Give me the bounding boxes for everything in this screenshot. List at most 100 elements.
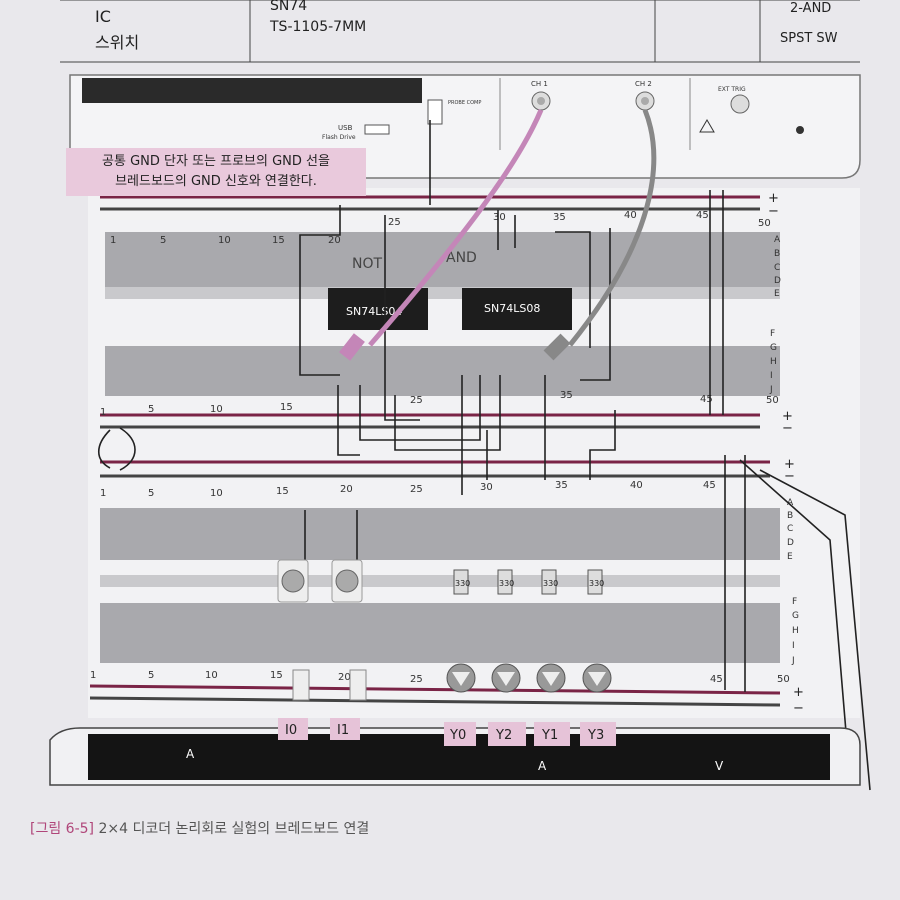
svg-text:40: 40	[624, 210, 637, 221]
svg-text:50: 50	[777, 674, 790, 685]
svg-text:+: +	[782, 409, 793, 424]
probe-ch2	[543, 109, 657, 361]
svg-text:H: H	[770, 357, 777, 367]
callout-line1: 공통 GND 단자 또는 프로브의 GND 선을	[102, 154, 330, 169]
label-y2: Y2	[495, 728, 512, 743]
parts-table: IC 스위치 SN74 TS-1105-7MM 2-AND SPST SW	[60, 0, 860, 63]
handwritten-not: NOT	[352, 256, 382, 272]
label-y1: Y1	[541, 728, 558, 743]
resistors: 330 330 330 330	[453, 569, 604, 595]
ext-trig-connector[interactable]	[730, 94, 750, 114]
svg-text:15: 15	[270, 670, 283, 681]
svg-text:J: J	[769, 385, 773, 395]
svg-text:D: D	[774, 276, 781, 286]
power-v: V	[715, 759, 724, 773]
svg-text:45: 45	[696, 210, 709, 221]
figure-number: [그림 6-5]	[30, 821, 95, 837]
svg-text:C: C	[774, 263, 780, 273]
wires	[97, 120, 871, 791]
svg-text:F: F	[770, 329, 775, 339]
table-ic-label: IC	[95, 7, 111, 26]
table-ic-part: TS-1105-7MM	[269, 19, 366, 35]
svg-text:G: G	[770, 343, 777, 353]
svg-text:40: 40	[630, 480, 643, 491]
scope-display-slot	[82, 78, 422, 103]
svg-text:10: 10	[218, 235, 231, 246]
svg-text:45: 45	[710, 674, 723, 685]
breadboard	[88, 188, 860, 718]
svg-text:PROBE COMP: PROBE COMP	[448, 100, 481, 106]
svg-text:10: 10	[210, 488, 223, 499]
figure-caption: [그림 6-5] 2×4 디코더 논리회로 실험의 브레드보드 연결	[30, 818, 369, 838]
svg-text:35: 35	[555, 480, 568, 491]
column-numbers: 1 5 10 15 20 25 30 35 40 45 50 1 5 10 15…	[90, 210, 790, 685]
label-y3: Y3	[587, 728, 604, 743]
power-a-left: A	[186, 747, 195, 761]
table-top-partial: SN74	[270, 0, 307, 14]
svg-text:30: 30	[480, 482, 493, 493]
svg-text:SN74LS08: SN74LS08	[484, 302, 540, 315]
svg-text:5: 5	[148, 488, 154, 499]
svg-text:45: 45	[700, 394, 713, 405]
svg-text:45: 45	[703, 480, 716, 491]
slide-switches[interactable]	[292, 669, 367, 701]
svg-text:25: 25	[410, 674, 423, 685]
rail-markers: + − + − + − + −	[768, 191, 804, 716]
ch2-label: CH 2	[635, 80, 652, 88]
svg-text:+: +	[768, 191, 779, 206]
row-letters: A B C D E F G H I J A B C D E F G H I J	[769, 235, 799, 666]
svg-text:+: +	[784, 457, 795, 472]
probe-ch1	[339, 109, 544, 361]
svg-text:D: D	[787, 538, 794, 548]
svg-text:10: 10	[205, 670, 218, 681]
svg-text:20: 20	[338, 672, 351, 683]
svg-text:15: 15	[272, 235, 285, 246]
svg-text:15: 15	[280, 402, 293, 413]
ch1-label: CH 1	[531, 80, 548, 88]
svg-text:B: B	[774, 249, 780, 259]
push-button-i1[interactable]	[331, 559, 363, 603]
usb-label: USB	[338, 124, 353, 132]
svg-text:1: 1	[110, 235, 116, 246]
svg-text:1: 1	[100, 407, 106, 418]
power-a-right: A	[538, 759, 547, 773]
terminal-strip-lower-a	[100, 508, 780, 560]
svg-text:330: 330	[455, 579, 470, 588]
svg-text:20: 20	[340, 484, 353, 495]
io-labels: I0 I1 Y0 Y2 Y1 Y3	[278, 718, 616, 746]
table-switch-label: 스위치	[95, 33, 139, 52]
svg-text:25: 25	[410, 395, 423, 406]
svg-text:H: H	[792, 626, 799, 636]
svg-text:25: 25	[410, 484, 423, 495]
svg-text:A: A	[787, 498, 794, 508]
svg-text:1: 1	[90, 670, 96, 681]
warning-icon	[699, 119, 715, 133]
table-ic-extra: 2-AND	[790, 1, 831, 16]
svg-text:330: 330	[543, 579, 558, 588]
label-i1: I1	[337, 723, 349, 738]
svg-text:G: G	[792, 611, 799, 621]
svg-text:B: B	[787, 511, 793, 521]
svg-text:50: 50	[758, 218, 771, 229]
svg-text:330: 330	[589, 579, 604, 588]
svg-text:20: 20	[328, 235, 341, 246]
gnd-callout: 공통 GND 단자 또는 프로브의 GND 선을 브레드보드의 GND 신호와 …	[66, 148, 366, 196]
usb-port[interactable]	[364, 124, 390, 135]
svg-text:35: 35	[560, 390, 573, 401]
svg-text:J: J	[791, 656, 795, 666]
label-i0: I0	[285, 723, 297, 738]
svg-text:15: 15	[276, 486, 289, 497]
svg-text:A: A	[774, 235, 781, 245]
svg-text:1: 1	[100, 488, 106, 499]
svg-text:I: I	[770, 371, 773, 381]
svg-text:E: E	[787, 552, 793, 562]
handwritten-and: AND	[446, 250, 477, 266]
svg-text:25: 25	[388, 217, 401, 228]
push-button-i0[interactable]	[277, 559, 309, 603]
svg-text:F: F	[792, 597, 797, 607]
svg-text:SN74LS04: SN74LS04	[346, 305, 402, 318]
svg-text:5: 5	[148, 670, 154, 681]
svg-text:330: 330	[499, 579, 514, 588]
leds	[446, 663, 612, 693]
